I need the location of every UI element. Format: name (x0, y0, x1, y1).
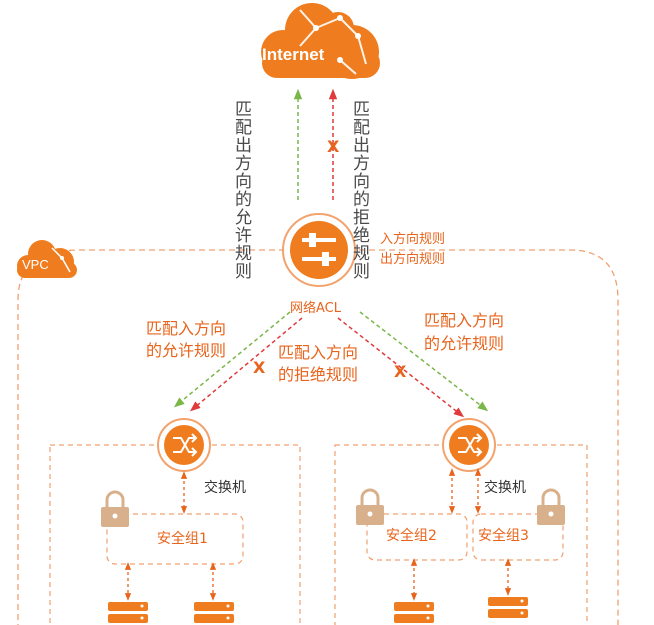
outbound-deny-label: 匹配出方向的拒绝规则 (349, 100, 369, 280)
acl-inbound-rules-label: 入方向规则 (380, 232, 446, 247)
right-vswitch-boundary (334, 444, 588, 625)
inbound-left-deny-x-mark: X (253, 358, 266, 377)
outbound-allow-label: 匹配出方向的允许规则 (231, 100, 251, 280)
lock-icon (537, 488, 565, 525)
inbound-left-deny-arrow (189, 317, 303, 412)
inbound-left-allow-label-line2: 的允许规则 (146, 341, 227, 360)
inbound-right-allow-label-line1: 匹配入方向 (424, 311, 505, 330)
left-switch-label: 交换机 (204, 480, 246, 496)
security-group-1-label: 安全组1 (157, 531, 208, 547)
vpc-label: VPC (22, 257, 49, 272)
vpc-cloud-icon (17, 240, 77, 278)
server-icon (394, 602, 434, 623)
left-switch-icon (157, 418, 211, 472)
inbound-right-deny-arrow (337, 317, 465, 418)
network-acl-icon (282, 213, 356, 287)
lock-icon (101, 490, 129, 527)
inbound-right-allow-arrow (359, 311, 489, 412)
internet-label: Internet (262, 45, 325, 64)
right-switch-icon (442, 418, 496, 472)
internet-cloud-icon (261, 3, 380, 79)
inbound-left-allow-label-line1: 匹配入方向 (146, 319, 227, 338)
acl-outbound-rules-label: 出方向规则 (380, 252, 446, 267)
vpc-boundary (17, 249, 619, 625)
server-icon (194, 602, 234, 623)
left-vswitch-boundary (49, 444, 301, 625)
network-acl-label: 网络ACL (290, 301, 341, 316)
security-group-2-label: 安全组2 (386, 528, 437, 544)
inbound-right-allow-label-line2: 的允许规则 (424, 334, 505, 353)
server-icon (108, 602, 148, 623)
security-group-3-label: 安全组3 (478, 528, 529, 544)
security-group-1-box (106, 513, 244, 565)
right-switch-label: 交换机 (484, 480, 526, 496)
lock-icon (356, 488, 384, 525)
outbound-deny-x-mark: X (327, 137, 340, 156)
inbound-right-deny-x-mark: X (394, 362, 407, 381)
inbound-deny-label-line2: 的拒绝规则 (278, 365, 359, 384)
security-group-3-box (472, 513, 564, 561)
server-icon (488, 597, 528, 618)
inbound-deny-label-line1: 匹配入方向 (278, 343, 359, 362)
inbound-left-allow-arrow (173, 311, 291, 408)
